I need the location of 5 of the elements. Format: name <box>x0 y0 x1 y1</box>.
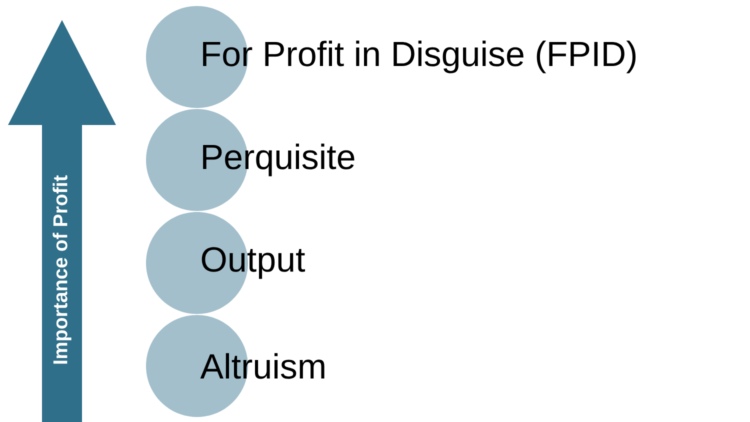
circle-item: Altruism <box>146 315 324 417</box>
node-label: For Profit in Disguise (FPID) <box>203 40 636 74</box>
circle-item: Perquisite <box>146 109 354 211</box>
circle-item: Output <box>146 212 306 314</box>
circle-item: For Profit in Disguise (FPID) <box>146 6 636 108</box>
